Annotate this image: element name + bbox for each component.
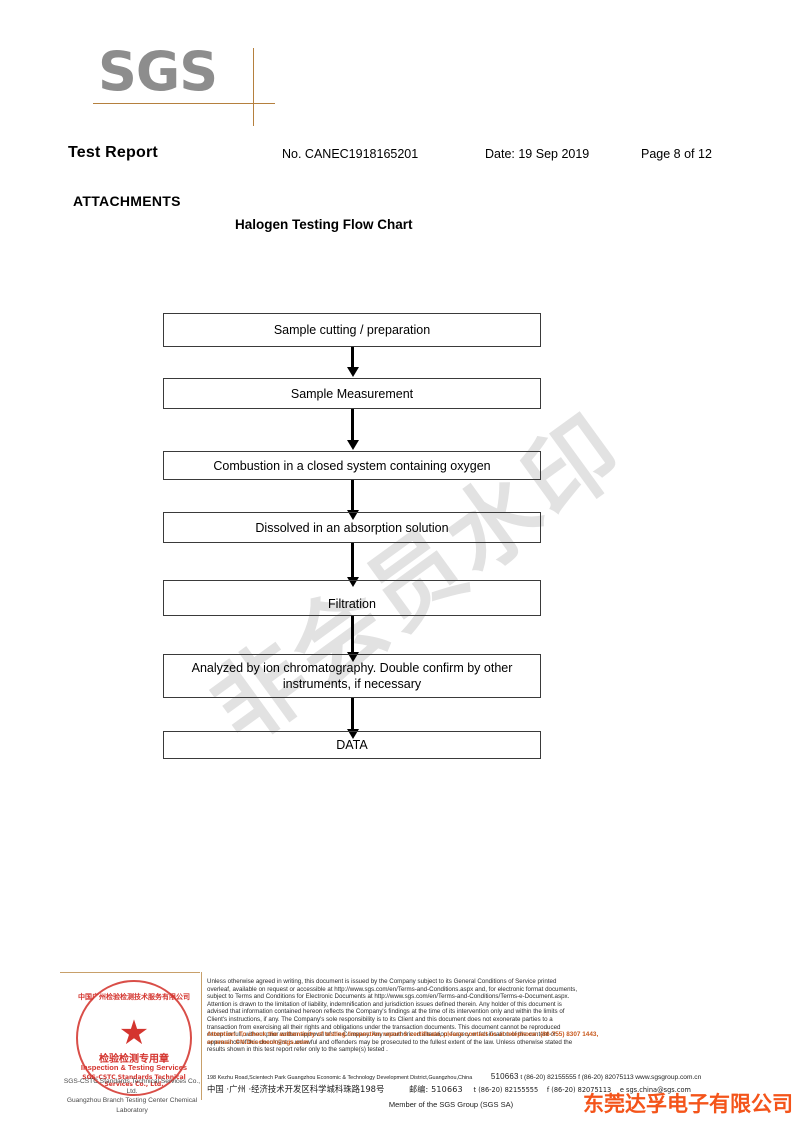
flow-step-7-label: DATA: [336, 738, 368, 752]
stamp-chinese-label: 检验检测专用章: [99, 1054, 169, 1065]
sgs-logo: SGS: [93, 41, 278, 126]
address-english-tel: t (86-20) 82155555: [520, 1074, 577, 1081]
address-chinese-zip: 邮编: 510663: [409, 1085, 463, 1094]
footer-rule: [60, 972, 200, 973]
stamp-english-label: Inspection & Testing Services: [80, 1063, 188, 1072]
flow-step-4[interactable]: Dissolved in an absorption solution: [163, 512, 541, 543]
address-chinese: 中国 ·广州 ·经济技术开发区科学城科珠路198号 邮编: 510663 t (…: [207, 1083, 695, 1095]
flow-arrow-6: [346, 698, 359, 739]
legal-line-10: results shown in this test report refer …: [207, 1046, 388, 1054]
flow-step-1[interactable]: Sample cutting / preparation: [163, 313, 541, 347]
flowchart-title: Halogen Testing Flow Chart: [235, 217, 413, 232]
flow-step-4-label: Dissolved in an absorption solution: [255, 520, 449, 535]
legal-line-7: transaction from exercising all their ri…: [207, 1023, 561, 1031]
flow-arrow-3: [346, 480, 359, 520]
attachments-heading: ATTACHMENTS: [73, 193, 181, 209]
laboratory-name-line1: SGS-CSTC Standards Technical Services Co…: [63, 1078, 201, 1095]
legal-line-9: appearance of this document is unlawful …: [207, 1038, 573, 1046]
page-indicator: Page 8 of 12: [641, 147, 712, 161]
address-english-website[interactable]: www.sgsgroup.com.cn: [635, 1074, 702, 1081]
watermark-text: 非会员水印: [192, 394, 644, 764]
address-english: 198 Kezhu Road,Scientech Park Guangzhou …: [207, 1072, 701, 1082]
address-chinese-tel: t (86-20) 82155555: [473, 1086, 539, 1094]
attention-line-2[interactable]: or email: CN.Doccheck@sgs.com: [207, 1039, 309, 1047]
flow-step-5-label: Filtration: [328, 597, 376, 611]
flow-step-6-label: Analyzed by ion chromatography. Double c…: [191, 661, 513, 691]
laboratory-name: SGS-CSTC Standards Technical Services Co…: [62, 1077, 202, 1115]
legal-line-3: subject to Terms and Conditions for Elec…: [207, 993, 570, 1001]
flow-arrow-5: [346, 616, 359, 662]
flow-step-5[interactable]: Filtration: [163, 580, 541, 616]
flow-step-7[interactable]: DATA: [163, 731, 541, 759]
legal-line-8: except in full, without prior written ap…: [207, 1031, 556, 1039]
flow-step-6[interactable]: Analyzed by ion chromatography. Double c…: [163, 654, 541, 698]
report-date: Date: 19 Sep 2019: [485, 147, 590, 161]
attention-line-1: Attention: To check the authenticity of …: [207, 1031, 599, 1038]
stamp-outer-ring: [76, 980, 192, 1096]
sgs-logo-text: SGS: [98, 40, 218, 103]
legal-disclaimer: Unless otherwise agreed in writing, this…: [207, 978, 695, 1054]
page-footer: 中国广州检验检测技术服务有限公司 ★ 检验检测专用章 Inspection & …: [0, 972, 793, 1121]
laboratory-name-line2: Guangzhou Branch Testing Center Chemical…: [66, 1097, 198, 1114]
star-icon: ★: [118, 1014, 150, 1052]
legal-line-1: Unless otherwise agreed in writing, this…: [207, 978, 557, 985]
flow-arrow-4: [346, 543, 359, 587]
flow-step-2-label: Sample Measurement: [290, 386, 414, 401]
inspection-stamp: 中国广州检验检测技术服务有限公司 ★ 检验检测专用章 Inspection & …: [76, 980, 192, 1096]
page-title: Test Report: [68, 144, 158, 161]
flow-step-3[interactable]: Combustion in a closed system containing…: [163, 451, 541, 480]
legal-line-6: Client's instructions, if any. The Compa…: [207, 1015, 553, 1023]
stamp-arc-top-text: 中国广州检验检测技术服务有限公司: [78, 993, 190, 1001]
address-chinese-street: 中国 ·广州 ·经济技术开发区科学城科珠路198号: [207, 1084, 385, 1094]
address-english-street: 198 Kezhu Road,Scientech Park Guangzhou …: [207, 1075, 473, 1081]
legal-line-4: Attention is drawn to the limitation of …: [207, 1000, 562, 1008]
flow-arrow-1: [346, 347, 359, 377]
company-watermark: 东莞达孚电子有限公司: [583, 1092, 793, 1116]
logo-vertical-rule: [253, 48, 254, 126]
legal-line-2: overleaf, available on request or access…: [207, 985, 578, 993]
legal-line-5: advised that information contained hereo…: [207, 1008, 565, 1016]
attention-notice: Attention: To check the authenticity of …: [207, 1031, 695, 1048]
report-header: Test Report No. CANEC1918165201 Date: 19…: [68, 144, 728, 168]
footer-vertical-rule: [201, 972, 202, 1100]
sgs-group-member-line: Member of the SGS Group (SGS SA): [388, 1100, 514, 1109]
flow-step-2[interactable]: Sample Measurement: [163, 378, 541, 409]
address-english-fax: f (86-20) 82075113: [578, 1074, 634, 1081]
logo-horizontal-rule: [93, 103, 275, 104]
flow-arrow-2: [346, 409, 359, 450]
flow-step-1-label: Sample cutting / preparation: [273, 323, 431, 337]
address-english-zip: 510663: [490, 1072, 519, 1081]
flow-step-3-label: Combustion in a closed system containing…: [213, 458, 491, 473]
stamp-arc-bottom-text: SGS-CSTC Standards Technical Services Co…: [82, 1074, 186, 1088]
report-number: No. CANEC1918165201: [282, 147, 419, 161]
address-chinese-email: e sgs.china@sgs.com: [619, 1086, 691, 1094]
address-chinese-fax: f (86-20) 82075113: [546, 1086, 612, 1094]
